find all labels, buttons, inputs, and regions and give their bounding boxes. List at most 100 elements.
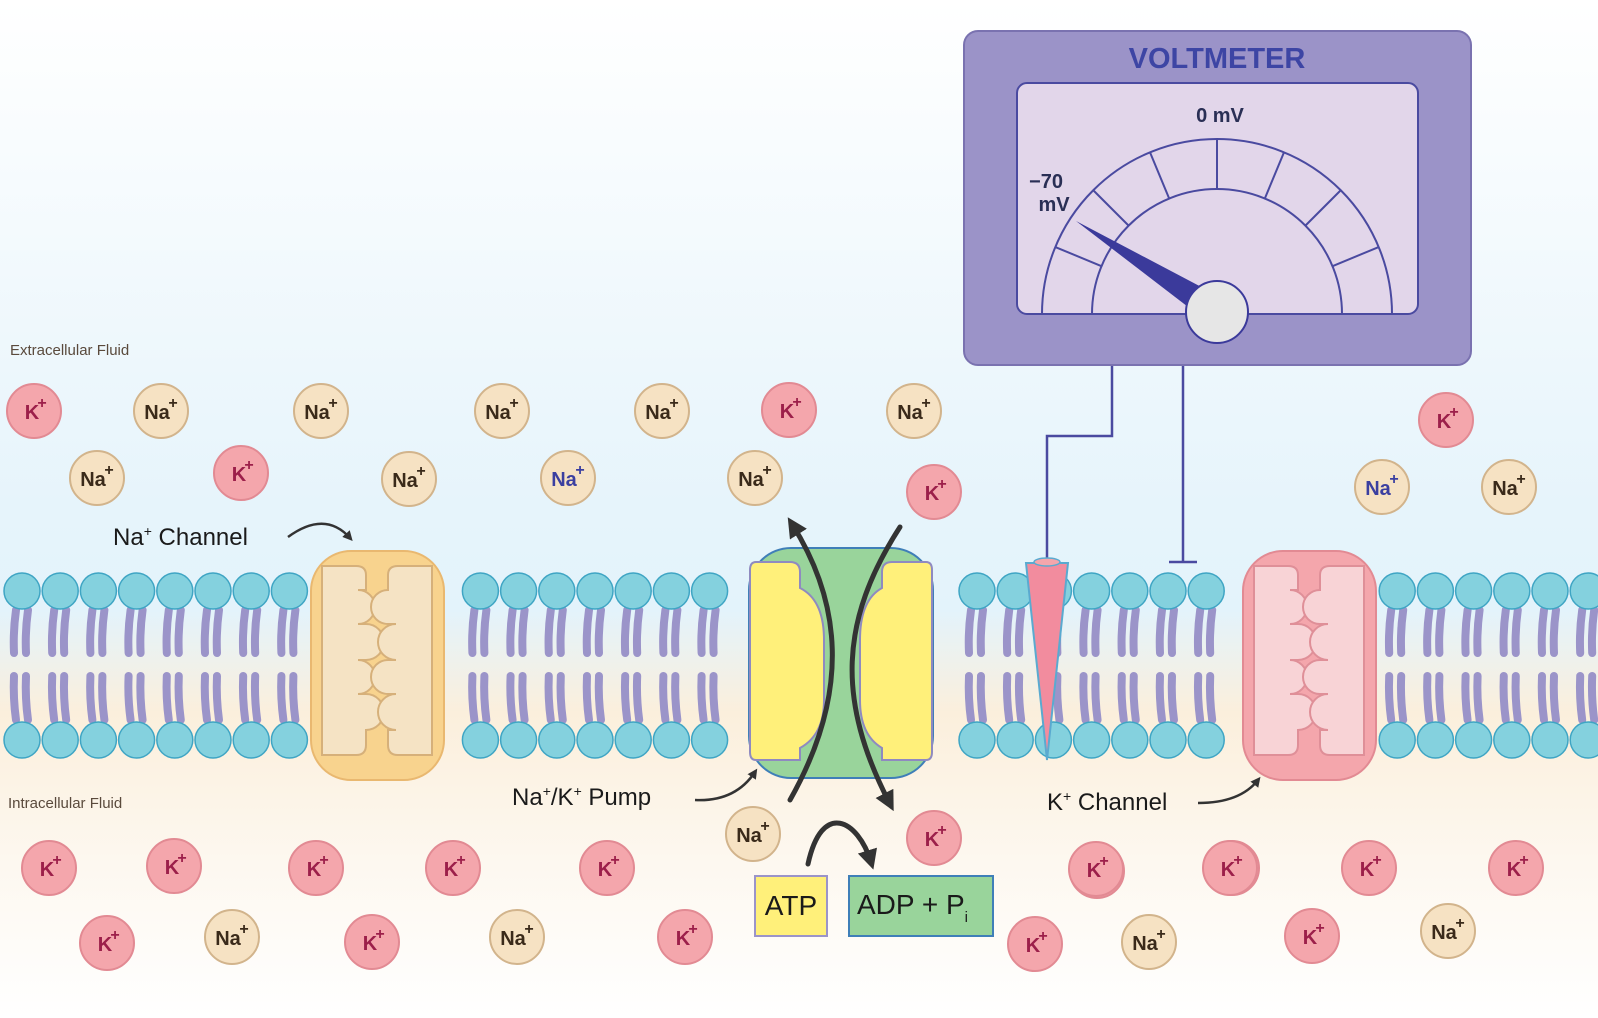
- voltmeter: VOLTMETER 0 mV −70 mV: [963, 30, 1472, 366]
- dial-ticks: [1054, 139, 1380, 268]
- lipid-head: [41, 721, 79, 759]
- k-channel-pointer-arrow: [1197, 776, 1261, 805]
- ions: K+Na+Na+Na+Na+K+Na+Na+K+Na+Na+Na+K+K+Na+…: [6, 382, 1544, 972]
- svg-text:+: +: [110, 927, 119, 944]
- lipid-head: [156, 572, 194, 610]
- lipid-head: [614, 572, 652, 610]
- lipid-head: [652, 572, 691, 610]
- svg-text:K: K: [676, 928, 691, 950]
- lipid-head: [79, 721, 118, 759]
- svg-text:+: +: [319, 852, 328, 869]
- svg-text:+: +: [524, 921, 533, 938]
- svg-text:+: +: [1455, 915, 1464, 932]
- lipid-head: [958, 721, 996, 759]
- svg-text:+: +: [177, 850, 186, 867]
- lipid-head: [1378, 721, 1416, 759]
- svg-text:Na: Na: [1431, 922, 1457, 944]
- lipid-head: [1454, 721, 1493, 759]
- dial-tick: [1092, 189, 1130, 227]
- svg-text:+: +: [244, 457, 253, 474]
- sodium-ion: Na+: [293, 383, 349, 439]
- svg-text:+: +: [937, 822, 946, 839]
- svg-text:+: +: [168, 395, 177, 412]
- svg-text:+: +: [688, 921, 697, 938]
- lipid-head: [461, 721, 500, 759]
- needle-pivot: [1185, 280, 1249, 344]
- lipid-head: [270, 572, 309, 610]
- lipid-head: [1531, 572, 1569, 610]
- svg-text:K: K: [925, 829, 940, 851]
- potassium-ion: K+: [579, 840, 635, 896]
- dial-tick: [1054, 246, 1102, 268]
- lipid-head: [1569, 721, 1598, 759]
- lipid-head: [1149, 572, 1187, 610]
- lipid-head: [156, 721, 194, 759]
- svg-text:K: K: [363, 933, 378, 955]
- electrode-wire: [1045, 366, 1114, 560]
- svg-text:Na: Na: [304, 402, 330, 424]
- svg-text:+: +: [52, 852, 61, 869]
- svg-text:Na: Na: [551, 469, 577, 491]
- na-k-pump: [748, 547, 934, 779]
- lipid-head: [3, 572, 41, 610]
- svg-text:+: +: [456, 852, 465, 869]
- dial-tick: [1332, 246, 1380, 268]
- svg-text:K: K: [1303, 927, 1318, 949]
- svg-text:ADP + Pi: ADP + Pi: [857, 889, 968, 926]
- svg-text:+: +: [104, 462, 113, 479]
- potassium-ion: K+: [657, 909, 713, 965]
- svg-text:Na: Na: [215, 928, 241, 950]
- lipid-head: [576, 721, 614, 759]
- potassium-ion: K+: [1202, 840, 1258, 896]
- svg-text:+: +: [1449, 404, 1458, 421]
- potassium-ion: K+: [344, 914, 400, 970]
- potassium-ion: K+: [425, 840, 481, 896]
- potassium-ion: K+: [6, 383, 62, 439]
- lipid-head: [1187, 721, 1225, 759]
- dial-tick: [1304, 189, 1342, 227]
- na-k-pump-label: Na+/K+ Pump: [512, 783, 651, 811]
- na-channel-label: Na+ Channel: [113, 523, 248, 551]
- sodium-ion: Na+: [381, 451, 437, 507]
- lipid-head: [1569, 572, 1598, 610]
- potassium-ion: K+: [79, 915, 135, 971]
- svg-text:K: K: [98, 934, 113, 956]
- svg-text:+: +: [1519, 852, 1528, 869]
- lipid-head: [1111, 721, 1149, 759]
- voltmeter-title: VOLTMETER: [1129, 43, 1306, 75]
- lipid-head: [41, 572, 79, 610]
- svg-text:K: K: [40, 859, 55, 881]
- svg-text:+: +: [1389, 471, 1398, 488]
- potassium-ion: K+: [213, 445, 269, 501]
- atp-box: ATP: [754, 875, 828, 937]
- svg-text:Na: Na: [1365, 478, 1391, 500]
- svg-text:Na: Na: [897, 402, 923, 424]
- svg-text:+: +: [921, 395, 930, 412]
- lipid-head: [461, 572, 500, 610]
- svg-text:+: +: [1099, 853, 1108, 870]
- potassium-ion: K+: [288, 840, 344, 896]
- na-channel-pointer-arrow: [287, 522, 353, 541]
- lipid-head: [232, 572, 270, 610]
- microelectrode-tip-opening: [1033, 557, 1061, 567]
- svg-text:K: K: [1507, 859, 1522, 881]
- svg-text:+: +: [937, 476, 946, 493]
- lipid-head: [1378, 572, 1416, 610]
- lipid-head: [1416, 572, 1455, 610]
- lipid-head: [1187, 572, 1225, 610]
- svg-text:+: +: [375, 926, 384, 943]
- svg-text:K: K: [1221, 859, 1236, 881]
- svg-text:Na: Na: [1132, 933, 1158, 955]
- svg-text:+: +: [239, 921, 248, 938]
- svg-text:Na: Na: [500, 928, 526, 950]
- dial-tick: [1149, 151, 1171, 199]
- lipid-head: [1493, 572, 1531, 610]
- atp-hydrolysis-arrow: [805, 820, 877, 870]
- potassium-ion: K+: [1488, 840, 1544, 896]
- na-channel: [310, 550, 445, 781]
- adp-pi-box: ADP + Pi: [848, 875, 994, 937]
- intracellular-fluid-label: Intracellular Fluid: [8, 795, 122, 812]
- sodium-ion: Na+: [69, 450, 125, 506]
- svg-text:K: K: [307, 859, 322, 881]
- intracellular-ions: K+K+K+K+K+Na+K+K+K+K+K+K+Na+K+Na+K+Na+K+…: [21, 806, 1544, 972]
